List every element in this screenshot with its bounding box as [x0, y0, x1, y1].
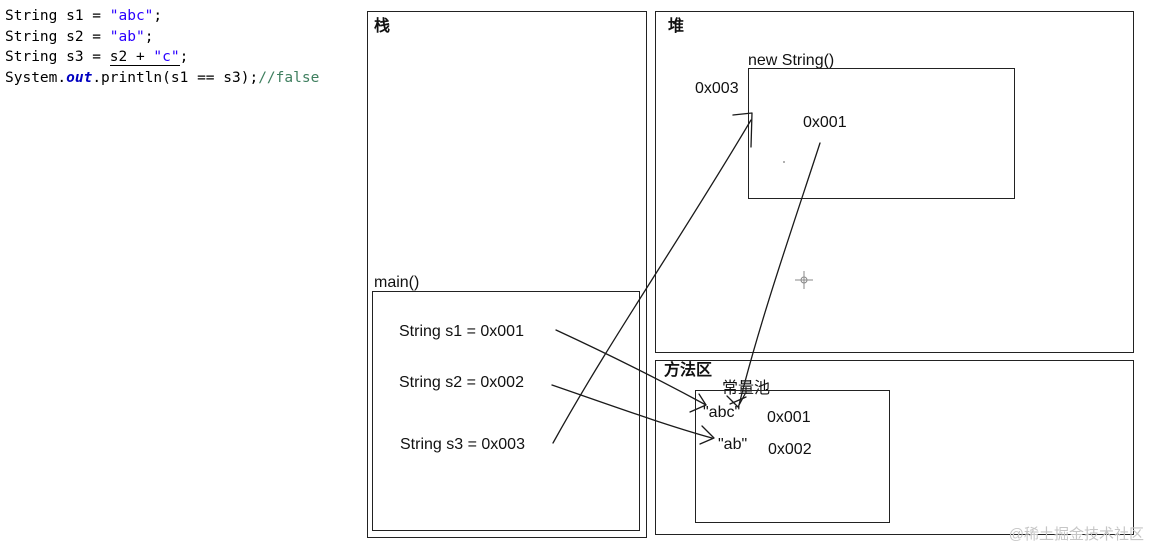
code-line-4: System.out.println(s1 == s3);//false [5, 69, 320, 86]
heap-title: 堆 [668, 18, 685, 35]
code-line-3: String s3 = s2 + "c"; [5, 49, 189, 66]
stack-var-s1: String s1 = 0x001 [399, 323, 524, 340]
code-snippet: String s1 = "abc"; String s2 = "ab"; Strin… [5, 6, 319, 88]
heap-object-value: 0x001 [803, 114, 847, 131]
heap-object-label: new String() [748, 52, 835, 69]
arrow-s1-head [689, 393, 707, 413]
arrow-s3-to-heap-object [552, 119, 752, 444]
method-area-region [655, 360, 1134, 535]
code-underlined-expression: s2 + "c" [109, 49, 180, 66]
stack-var-s2: String s2 = 0x002 [399, 374, 524, 391]
watermark: @稀土掘金技术社区 [1008, 526, 1144, 543]
arrow-s3-head [732, 112, 753, 148]
main-frame [372, 291, 640, 531]
heap-region [655, 11, 1134, 353]
code-line-2: String s2 = "ab"; [5, 28, 154, 45]
main-frame-label: main() [374, 274, 420, 291]
abc-tick-mark [729, 396, 747, 405]
pool-literal-abc: "abc" [703, 404, 741, 421]
pool-address-ab: 0x002 [768, 441, 812, 458]
arrow-s1-to-abc [555, 329, 707, 406]
constant-pool [695, 390, 890, 523]
constant-pool-label: 常量池 [722, 380, 771, 397]
stack-var-s3: String s3 = 0x003 [400, 436, 525, 453]
code-line-1: String s1 = "abc"; [5, 8, 163, 24]
arrow-heap-to-abc-head [726, 393, 746, 408]
cursor-crosshair-icon [795, 271, 813, 289]
heap-object-address: 0x003 [695, 80, 739, 97]
method-area-title: 方法区 [664, 362, 713, 379]
pool-literal-ab: "ab" [718, 436, 748, 453]
arrow-heap-to-abc [738, 142, 821, 406]
stack-region [367, 11, 647, 538]
stack-title: 栈 [374, 18, 391, 35]
arrow-s2-head [699, 425, 715, 445]
heap-string-object [748, 68, 1015, 199]
pool-address-abc: 0x001 [767, 409, 811, 426]
arrow-s2-to-ab [551, 384, 713, 439]
stray-dot [783, 161, 785, 163]
